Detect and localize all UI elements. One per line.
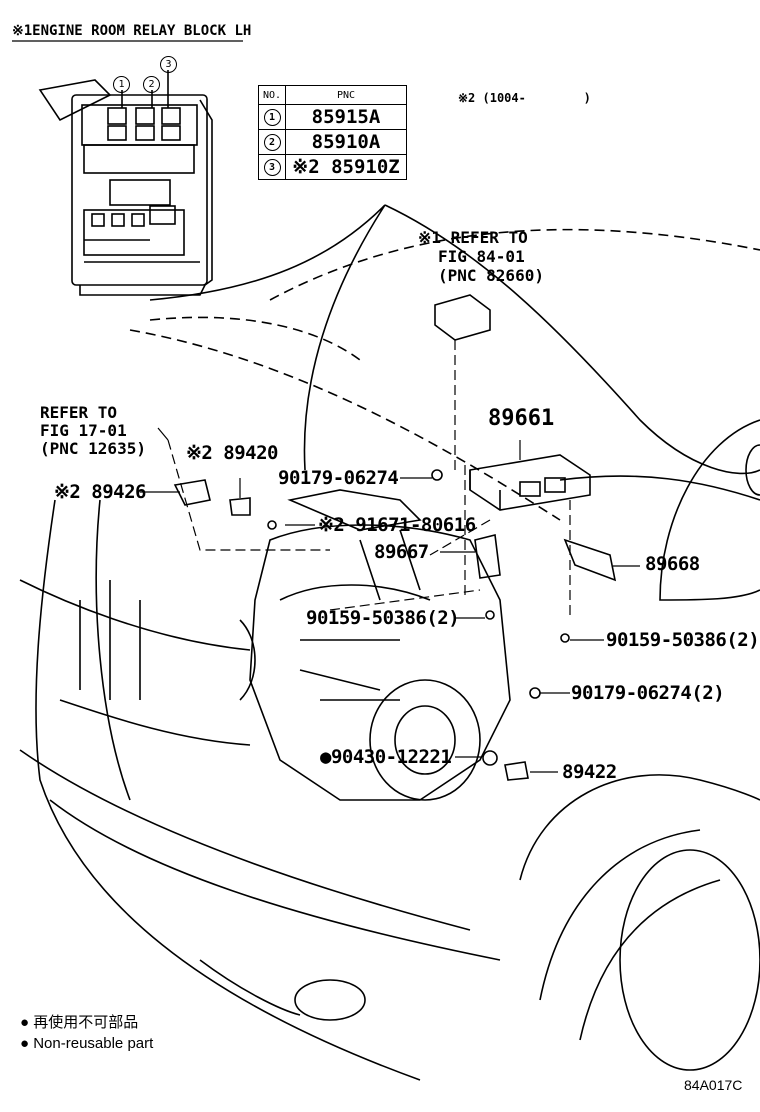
- part-label-89426: ※2 89426: [54, 481, 147, 503]
- legend-nonreusable-jp: ● 再使用不可部品: [20, 1014, 139, 1031]
- table-header-no: NO.: [258, 85, 286, 105]
- part-label-90179-06274: 90179-06274: [278, 467, 399, 489]
- table-header-pnc: PNC: [285, 85, 407, 105]
- refer-left-line2: FIG 17-01: [40, 421, 127, 440]
- table-row: 2 85910A: [258, 129, 407, 155]
- refer-ecu-line2: FIG 84-01: [438, 247, 525, 266]
- legend-nonreusable-en: ● Non-reusable part: [20, 1035, 154, 1052]
- row-no: 1: [263, 108, 281, 126]
- relay-callout-1: 1: [113, 74, 130, 93]
- part-label-91671-80616: ※2 91671-80616: [318, 514, 476, 536]
- refer-left-line3: (PNC 12635): [40, 439, 146, 458]
- row-no: 2: [263, 133, 281, 151]
- row-pnc: 85910A: [285, 129, 407, 155]
- table-row: 3 ※2 85910Z: [258, 154, 407, 180]
- part-label-89661: 89661: [488, 406, 555, 431]
- refer-ecu-line1: ※1 REFER TO: [418, 228, 528, 247]
- pnc-table: NO. PNC 1 85915A 2 85910A 3 ※2 85910Z: [258, 85, 407, 180]
- part-label-90159-50386-b: 90159-50386(2): [606, 629, 760, 651]
- refer-left-line1: REFER TO: [40, 403, 118, 422]
- row-no: 3: [263, 158, 281, 176]
- part-label-90430-12221: ●90430-12221: [320, 746, 452, 768]
- relay-callout-2: 2: [143, 74, 160, 93]
- refer-ecu-line3: (PNC 82660): [438, 266, 544, 285]
- figure-id: 84A017C: [684, 1077, 743, 1093]
- part-label-89420: ※2 89420: [186, 442, 279, 464]
- row-pnc: ※2 85910Z: [285, 154, 407, 180]
- table-row: 1 85915A: [258, 104, 407, 130]
- part-label-90159-50386-a: 90159-50386(2): [306, 607, 460, 629]
- relay-block-drawing: [38, 70, 213, 296]
- part-label-89667: 89667: [374, 541, 429, 563]
- diagram-title: ※1ENGINE ROOM RELAY BLOCK LH: [12, 23, 252, 39]
- part-label-89668: 89668: [645, 553, 700, 575]
- part-label-89422: 89422: [562, 761, 617, 783]
- part-label-90179-06274-b: 90179-06274(2): [571, 682, 725, 704]
- row-pnc: 85915A: [285, 104, 407, 130]
- relay-callout-3: 3: [160, 54, 177, 73]
- footnote-2: ※2 (1004- ): [458, 91, 591, 105]
